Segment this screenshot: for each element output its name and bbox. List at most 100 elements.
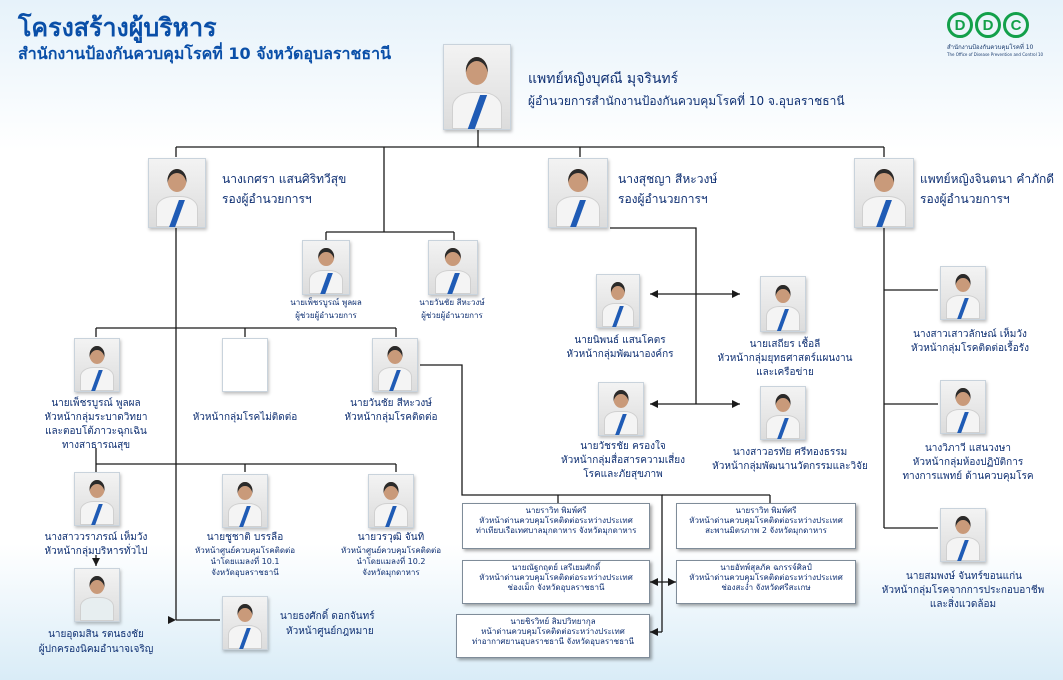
assistant2-title: ผู้ช่วยผู้อำนวยการ	[421, 311, 483, 320]
risk-title-1: หัวหน้ากลุ่มสื่อสารความเสี่ยง	[561, 455, 685, 466]
right2-title-2: ทางการแพทย์ ด้านควบคุมโรค	[902, 471, 1034, 482]
legal-title: หัวหน้าศูนย์กฎหมาย	[286, 626, 374, 637]
border-box-2-line1: หัวหน้าด่านควบคุมโรคติดต่อระหว่างประเทศ	[689, 516, 843, 525]
deputy3-photo	[854, 158, 914, 228]
border-box-5: นายชิรวิทย์ สิมปวิทยากุล หน้าด่านควบคุมโ…	[456, 614, 650, 658]
border-box-5-line2: ท่าอากาศยานอุบลราชธานี จังหวัดอุบลราชธาน…	[472, 637, 634, 646]
border-box-4-line1: หัวหน้าด่านควบคุมโรคติดต่อระหว่างประเทศ	[689, 573, 843, 582]
director-photo	[443, 44, 511, 130]
epi-title-1: หัวหน้ากลุ่มระบาดวิทยา	[44, 412, 148, 423]
admin-name: นางสาววราภรณ์ เห็มวัง	[44, 532, 148, 543]
arrow-strategy	[732, 290, 740, 298]
ddc-logo-letters: D D C	[947, 12, 1047, 38]
legal-photo	[222, 596, 268, 650]
line-deputy2-trunk	[610, 227, 697, 404]
ddc-logo: D D C สำนักงานป้องกันควบคุมโรคที่ 10 The…	[947, 12, 1047, 64]
border-box-2: นายราวิท พิมพ์ศรี หัวหน้าด่านควบคุมโรคติ…	[676, 503, 856, 549]
ncd-title: หัวหน้ากลุ่มโรคไม่ติดต่อ	[192, 412, 298, 423]
line-cd-to-border	[420, 364, 663, 632]
cd-title: หัวหน้ากลุ่มโรคติดต่อ	[344, 412, 438, 423]
assistant1-photo	[302, 240, 350, 295]
border-box-5-name: นายชิรวิทย์ สิมปวิทยากุล	[510, 617, 596, 626]
admin-title: หัวหน้ากลุ่มบริหารทั่วไป	[44, 546, 148, 557]
border-box-3-line2: ช่องเม็ก จังหวัดอุบลราชธานี	[507, 583, 605, 592]
deputy3-title: รองผู้อำนวยการฯ	[920, 192, 1010, 206]
risk-title-2: โรคและภัยสุขภาพ	[583, 469, 663, 480]
deputy3-name: แพทย์หญิงจินตนา คำภักดี	[920, 172, 1055, 186]
support-name: นายอุดมสิน รตนธงชัย	[48, 629, 144, 640]
assistant2-photo	[428, 240, 478, 295]
partner-title: หัวหน้ากลุ่มพัฒนาองค์กร	[566, 349, 674, 360]
border-box-4: นายอัทพ์สุลภัค ฉกรรจ์ศิลป์ หัวหน้าด่านคว…	[676, 560, 856, 604]
innov-name: นางสาวอรทัย ศรีทองธรรม	[732, 447, 848, 458]
right3-title-2: และสิ่งแวดล้อม	[929, 599, 997, 610]
right2-name: นางวิภาวี แสนวงษา	[924, 443, 1012, 454]
risk-name: นายวัชรชัย ครองใจ	[580, 441, 666, 452]
border-box-4-name: นายอัทพ์สุลภัค ฉกรรจ์ศิลป์	[720, 563, 812, 572]
logo-line-th: สำนักงานป้องกันควบคุมโรคที่ 10	[947, 44, 1034, 51]
cd-name: นายวันชัย สีหะวงษ์	[350, 398, 432, 409]
right3-name: นายสมพงษ์ จันทร์ขอนแก่น	[906, 571, 1022, 582]
right1-title-1: หัวหน้ากลุ่มโรคติดต่อเรื้อรัง	[911, 343, 1029, 354]
vbd1-title-3: จังหวัดอุบลราชธานี	[211, 568, 279, 577]
right1-photo	[940, 266, 986, 320]
epi-name: นายเพ็ชรบูรณ์ พูลผล	[51, 398, 141, 409]
innov-photo	[760, 386, 806, 440]
director-title: ผู้อำนวยการสำนักงานป้องกันควบคุมโรคที่ 1…	[528, 94, 845, 108]
right3-photo	[940, 508, 986, 562]
border-box-3-name: นายณัฐกฤตย์ เสรีเยมศักดิ์	[511, 563, 601, 572]
logo-letter-d2: D	[975, 12, 1001, 38]
border-box-1-line2: ท่าเทียบเรือเทศบาลมุกดาหาร จังหวัดมุกดาห…	[475, 526, 637, 535]
support-photo	[74, 568, 120, 622]
cd-photo	[372, 338, 418, 392]
strategy-photo	[760, 276, 806, 332]
vbd2-title-1: หัวหน้าศูนย์ควบคุมโรคติดต่อ	[340, 546, 442, 555]
border-box-4-line2: ช่องสะง่ำ จังหวัดศรีสะเกษ	[721, 583, 811, 592]
arrow-risk	[650, 400, 658, 408]
arrow-border3	[650, 578, 658, 586]
deputy1-photo	[148, 158, 206, 228]
border-box-2-name: นายราวิท พิมพ์ศรี	[735, 506, 797, 515]
vbd1-title-2: นำโดยแมลงที่ 10.1	[210, 557, 280, 566]
deputy1-title: รองผู้อำนวยการฯ	[222, 192, 312, 206]
arrow-border5	[650, 628, 658, 636]
epi-title-2: และตอบโต้ภาวะฉุกเฉิน	[45, 426, 147, 437]
vbd1-title-1: หัวหน้าศูนย์ควบคุมโรคติดต่อ	[194, 546, 296, 555]
assistant2-name: นายวันชัย สีหะวงษ์	[419, 298, 485, 307]
arrow-support	[92, 558, 100, 566]
right2-photo	[940, 380, 986, 434]
support-title: ผู้ปกครองนิคมอำนาจเจริญ	[38, 644, 154, 655]
director-name: แพทย์หญิงบุศณี มุจรินทร์	[528, 71, 679, 87]
border-box-1-line1: หัวหน้าด่านควบคุมโรคติดต่อระหว่างประเทศ	[479, 516, 633, 525]
arrow-legal	[168, 616, 176, 624]
deputy2-photo	[548, 158, 608, 228]
deputy1-name: นางเกศรา แสนศิริทวีสุข	[222, 172, 347, 186]
border-box-5-line1: หน้าด่านควบคุมโรคติดต่อระหว่างประเทศ	[481, 627, 625, 636]
assistant1-name: นายเพ็ชรบูรณ์ พูลผล	[290, 298, 362, 307]
partner-name: นายนิพนธ์ แสนโคตร	[574, 335, 666, 346]
strategy-title-1: หัวหน้ากลุ่มยุทธศาสตร์แผนงาน	[717, 353, 853, 364]
epi-title-3: ทางสาธารณสุข	[61, 440, 131, 451]
page-title: โครงสร้างผู้บริหาร	[18, 13, 217, 42]
vbd1-photo	[222, 474, 268, 528]
ncd-photo-placeholder	[222, 338, 268, 392]
border-box-2-line2: สะพานมิตรภาพ 2 จังหวัดมุกดาหาร	[705, 526, 827, 535]
arrow-border4	[668, 578, 676, 586]
right1-name: นางสาวเสาวลักษณ์ เห็มวัง	[913, 329, 1027, 340]
assistant1-title: ผู้ช่วยผู้อำนวยการ	[295, 311, 357, 320]
partner-photo	[596, 274, 640, 328]
border-box-1-name: นายราวิท พิมพ์ศรี	[525, 506, 587, 515]
logo-line-en: The Office of Disease Prevention and Con…	[947, 52, 1044, 57]
innov-title: หัวหน้ากลุ่มพัฒนานวัตกรรมและวิจัย	[712, 461, 868, 472]
border-box-3-line1: หัวหน้าด่านควบคุมโรคติดต่อระหว่างประเทศ	[479, 573, 633, 582]
deputy2-title: รองผู้อำนวยการฯ	[618, 192, 708, 206]
right2-title-1: หัวหน้ากลุ่มห้องปฏิบัติการ	[912, 457, 1024, 468]
vbd2-photo	[368, 474, 414, 528]
logo-letter-c: C	[1003, 12, 1029, 38]
legal-name: นายธงศักดิ์ ดอกจันทร์	[280, 611, 375, 622]
strategy-title-2: และเครือข่าย	[756, 367, 814, 378]
vbd2-name: นายวรวุฒิ จันทิ	[357, 532, 425, 543]
vbd1-name: นายชูชาติ บรรลือ	[206, 532, 284, 543]
risk-photo	[598, 382, 644, 436]
logo-letter-d1: D	[947, 12, 973, 38]
